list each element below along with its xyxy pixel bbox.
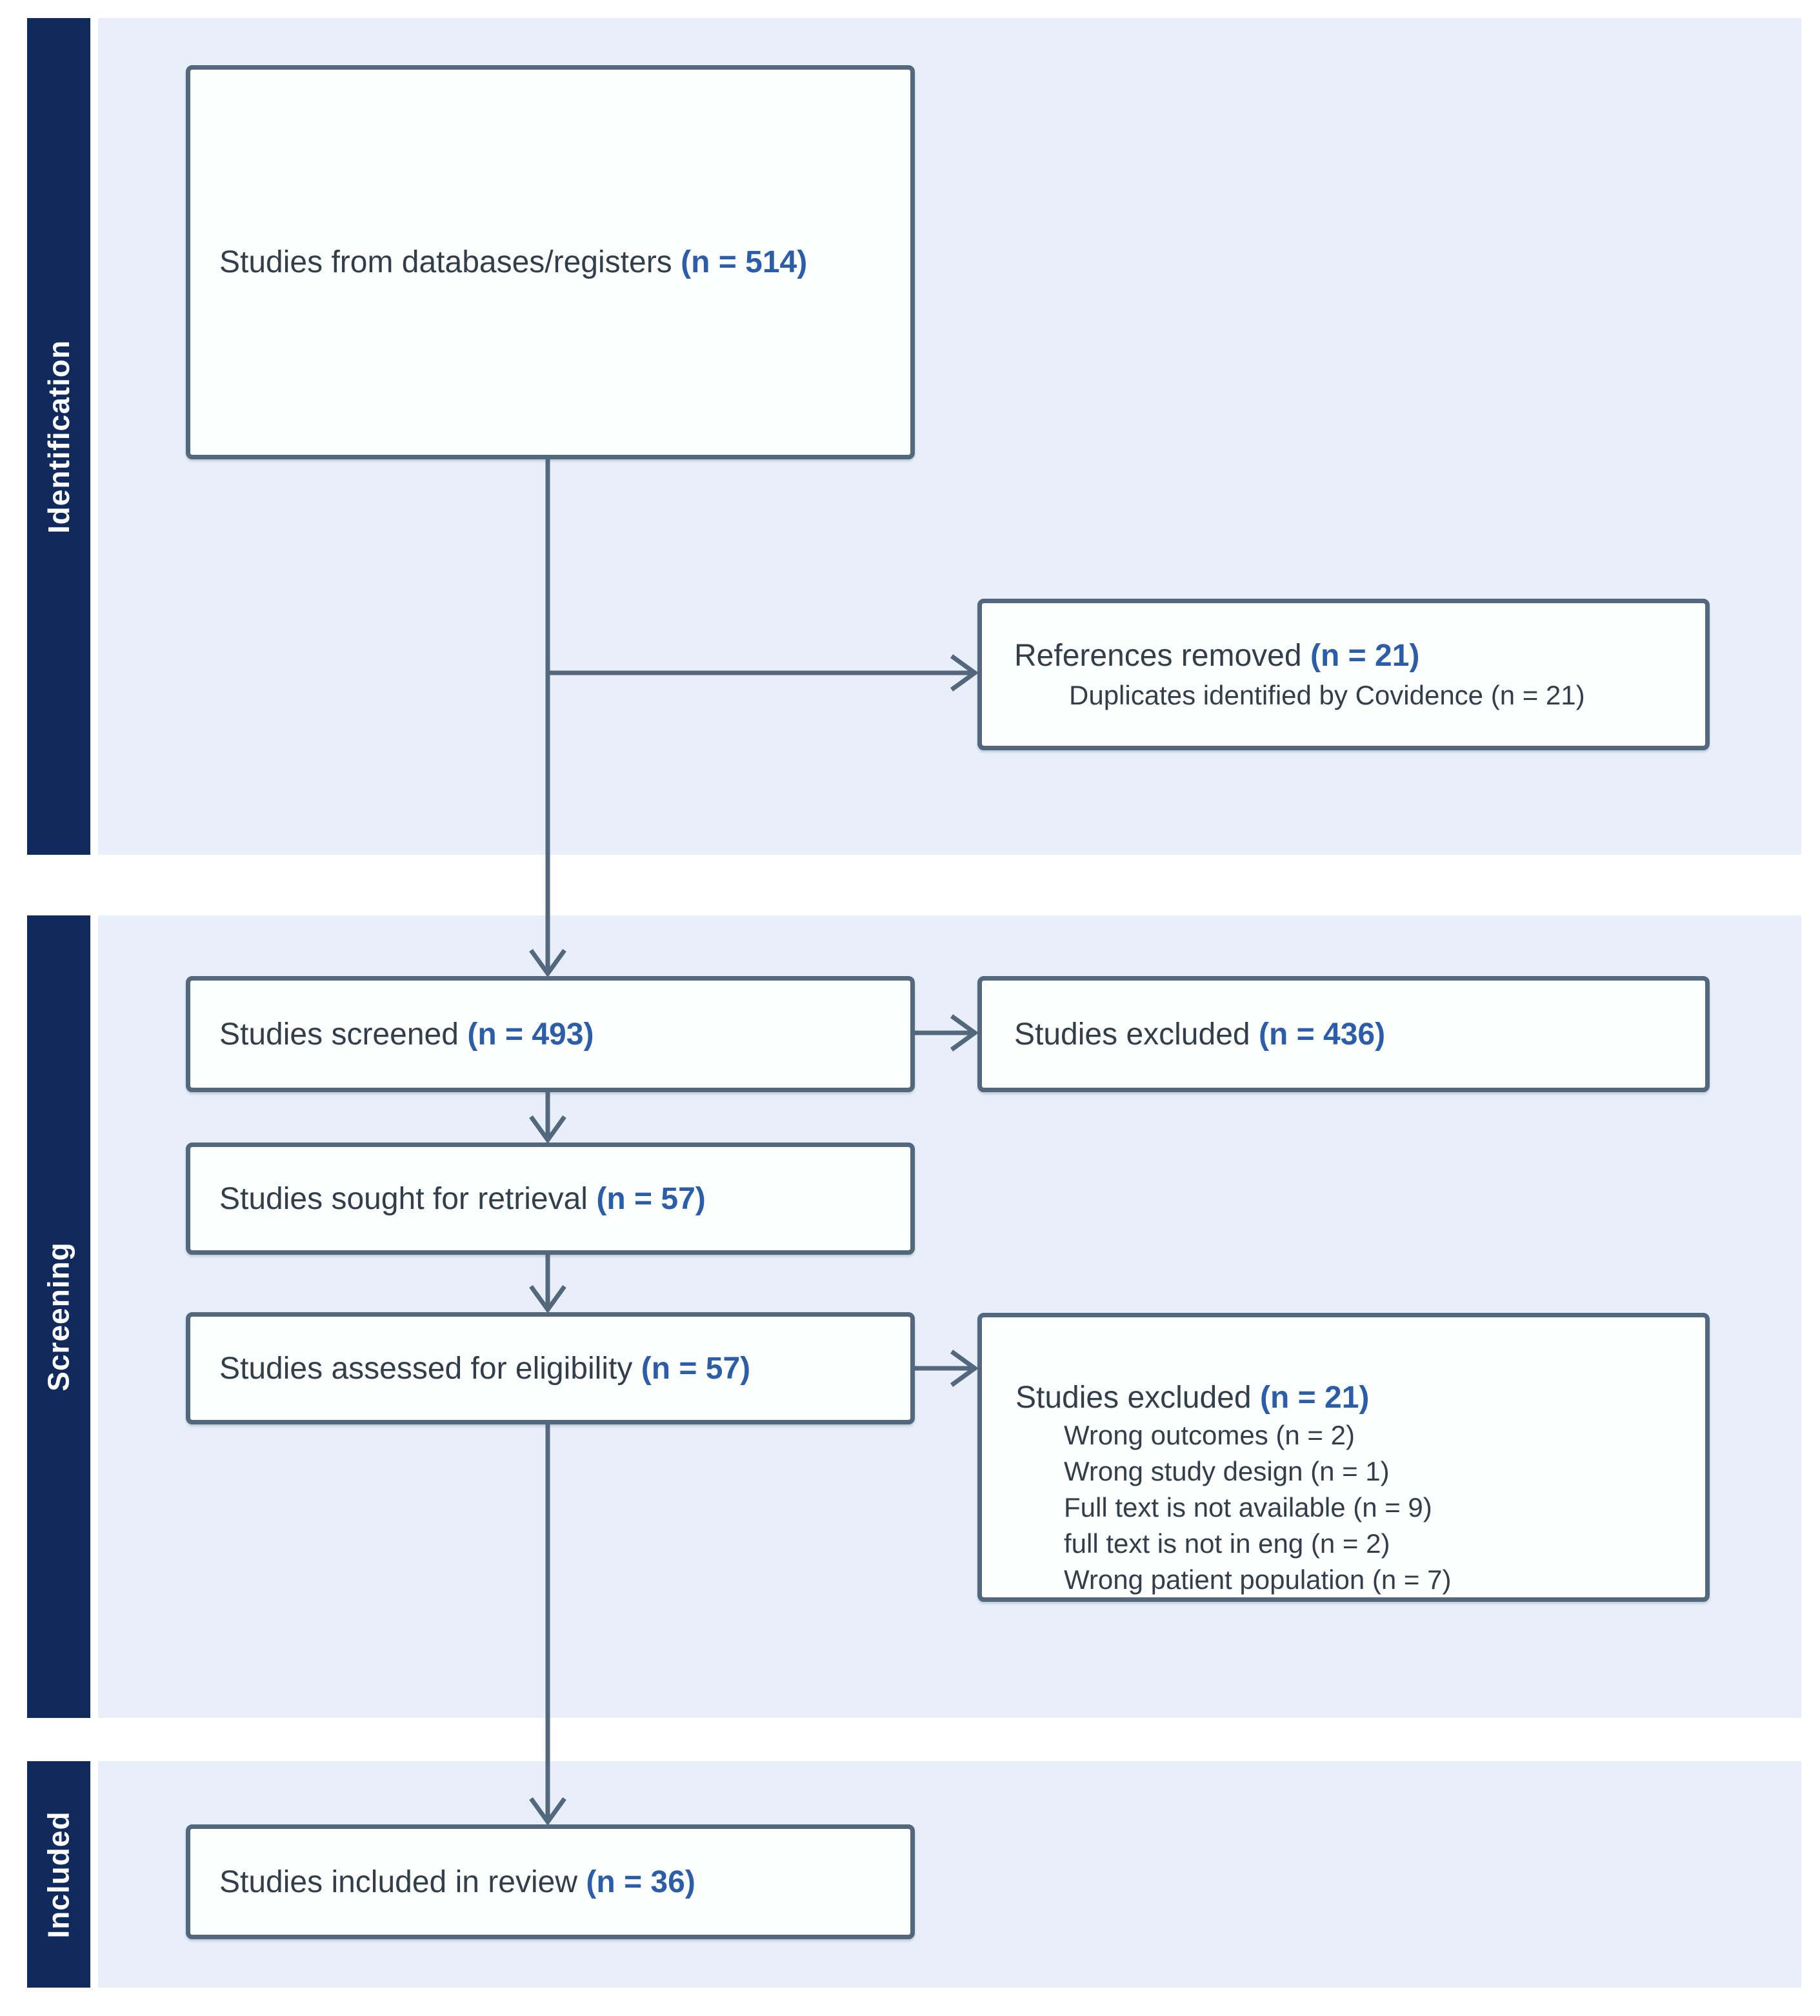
box-references-removed: References removed(n = 21) Duplicates id… xyxy=(977,599,1710,750)
exclusion-reason: Wrong study design (n = 1) xyxy=(1064,1456,1390,1486)
box-sought-label: Studies sought for retrieval xyxy=(219,1181,588,1216)
stage-bar-identification: Identification xyxy=(27,18,90,855)
box-assessed-count: (n = 57) xyxy=(641,1351,751,1386)
stage-label-screening: Screening xyxy=(42,1242,76,1392)
box-excluded-screening-count: (n = 436) xyxy=(1259,1017,1386,1052)
box-references-removed-count: (n = 21) xyxy=(1310,639,1420,673)
box-studies-excluded-eligibility: Studies excluded(n = 21) Wrong outcomes … xyxy=(977,1313,1710,1602)
stage-label-included: Included xyxy=(42,1810,75,1939)
box-studies-excluded-screening: Studies excluded (n = 436) xyxy=(977,976,1710,1092)
box-studies-assessed-eligibility: Studies assessed for eligibility(n = 57) xyxy=(186,1312,915,1424)
box-included-label: Studies included in review xyxy=(219,1864,577,1899)
box-studies-included-review: Studies included in review (n = 36) xyxy=(186,1824,915,1939)
exclusion-reason: Wrong patient population (n = 7) xyxy=(1064,1564,1452,1595)
stage-label-identification: Identification xyxy=(42,339,76,534)
box-screened-label: Studies screened xyxy=(219,1017,459,1052)
box-databases-count: (n = 514) xyxy=(681,245,808,279)
stage-bar-screening: Screening xyxy=(27,915,90,1718)
box-excluded-eligibility-count: (n = 21) xyxy=(1260,1381,1370,1415)
box-excluded-screening-label: Studies excluded xyxy=(1014,1017,1250,1052)
box-studies-screened: Studies screened(n = 493) xyxy=(186,976,915,1092)
exclusion-reason: full text is not in eng (n = 2) xyxy=(1064,1528,1390,1559)
box-included-count: (n = 36) xyxy=(586,1864,695,1899)
box-excluded-eligibility-label: Studies excluded xyxy=(1015,1381,1252,1415)
box-screened-count: (n = 493) xyxy=(467,1017,594,1052)
box-assessed-label: Studies assessed for eligibility xyxy=(219,1351,633,1386)
box-references-removed-detail: Duplicates identified by Covidence (n = … xyxy=(1069,680,1585,710)
exclusion-reason: Full text is not available (n = 9) xyxy=(1064,1492,1432,1522)
box-studies-sought-retrieval: Studies sought for retrieval(n = 57) xyxy=(186,1143,915,1255)
stage-bar-included: Included xyxy=(27,1761,90,1988)
exclusion-reason: Wrong outcomes (n = 2) xyxy=(1064,1420,1355,1450)
box-studies-from-databases: Studies from databases/registers (n = 514… xyxy=(186,65,915,459)
box-databases-label: Studies from databases/registers xyxy=(219,245,672,279)
box-sought-count: (n = 57) xyxy=(596,1181,706,1216)
box-references-removed-label: References removed xyxy=(1014,639,1302,673)
